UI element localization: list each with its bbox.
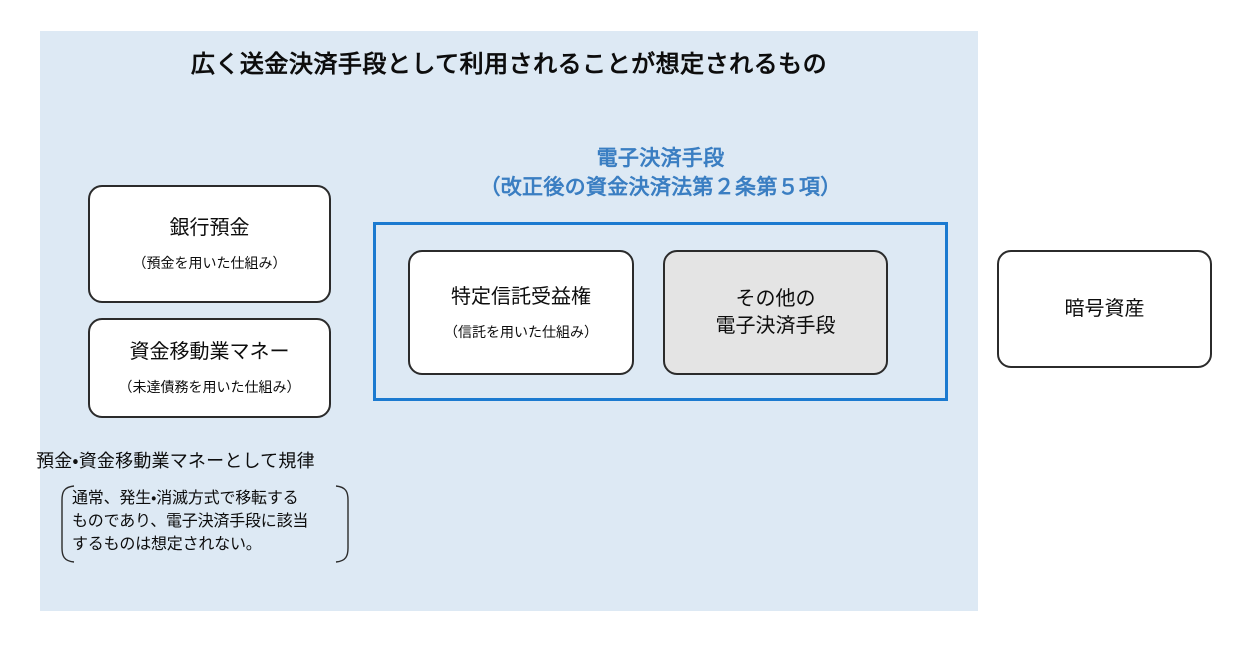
box-bank-deposit-title: 銀行預金 — [169, 217, 250, 239]
braced-note-text: 通常、発生・消滅方式で移転する ものであり、電子決済手段に該当 するものは想定さ… — [72, 487, 340, 557]
braced-note-line3: するものは想定されない。 — [72, 536, 262, 554]
braced-note-line2: ものであり、電子決済手段に該当 — [72, 513, 309, 531]
regulation-caption: 預金・資金移動業マネーとして規律 — [36, 451, 315, 471]
box-trust-beneficial-interest[interactable]: 特定信託受益権 （信託を用いた仕組み） — [408, 250, 634, 375]
box-funds-transfer-money[interactable]: 資金移動業マネー （未達債務を用いた仕組み） — [88, 318, 331, 418]
page-title: 広く送金決済手段として利用されることが想定されるもの — [190, 51, 828, 78]
box-crypto-asset-title: 暗号資産 — [1064, 298, 1145, 320]
curly-brace-icon — [61, 485, 349, 563]
braced-note: 通常、発生・消滅方式で移転する ものであり、電子決済手段に該当 するものは想定さ… — [60, 484, 350, 564]
box-bank-deposit[interactable]: 銀行預金 （預金を用いた仕組み） — [88, 185, 331, 303]
section-heading: 電子決済手段 （改正後の資金決済法第２条第５項） — [373, 145, 948, 203]
box-funds-transfer-money-subtitle: （未達債務を用いた仕組み） — [118, 379, 301, 395]
braced-note-line1: 通常、発生・消滅方式で移転する — [72, 490, 299, 507]
section-heading-line1: 電子決済手段 — [596, 147, 725, 170]
box-bank-deposit-subtitle: （預金を用いた仕組み） — [132, 255, 287, 271]
box-other-electronic-payment-means-title-line1: その他の — [735, 287, 816, 310]
section-heading-line2: （改正後の資金決済法第２条第５項） — [479, 175, 842, 199]
box-funds-transfer-money-title: 資金移動業マネー — [129, 341, 290, 363]
electronic-payment-means-group-border — [373, 222, 948, 401]
box-crypto-asset[interactable]: 暗号資産 — [997, 250, 1212, 368]
box-trust-beneficial-interest-subtitle: （信託を用いた仕組み） — [444, 323, 598, 340]
box-other-electronic-payment-means-title-line2: 電子決済手段 — [715, 314, 836, 337]
box-trust-beneficial-interest-title: 特定信託受益権 — [451, 285, 591, 308]
box-other-electronic-payment-means[interactable]: その他の 電子決済手段 — [663, 250, 888, 375]
